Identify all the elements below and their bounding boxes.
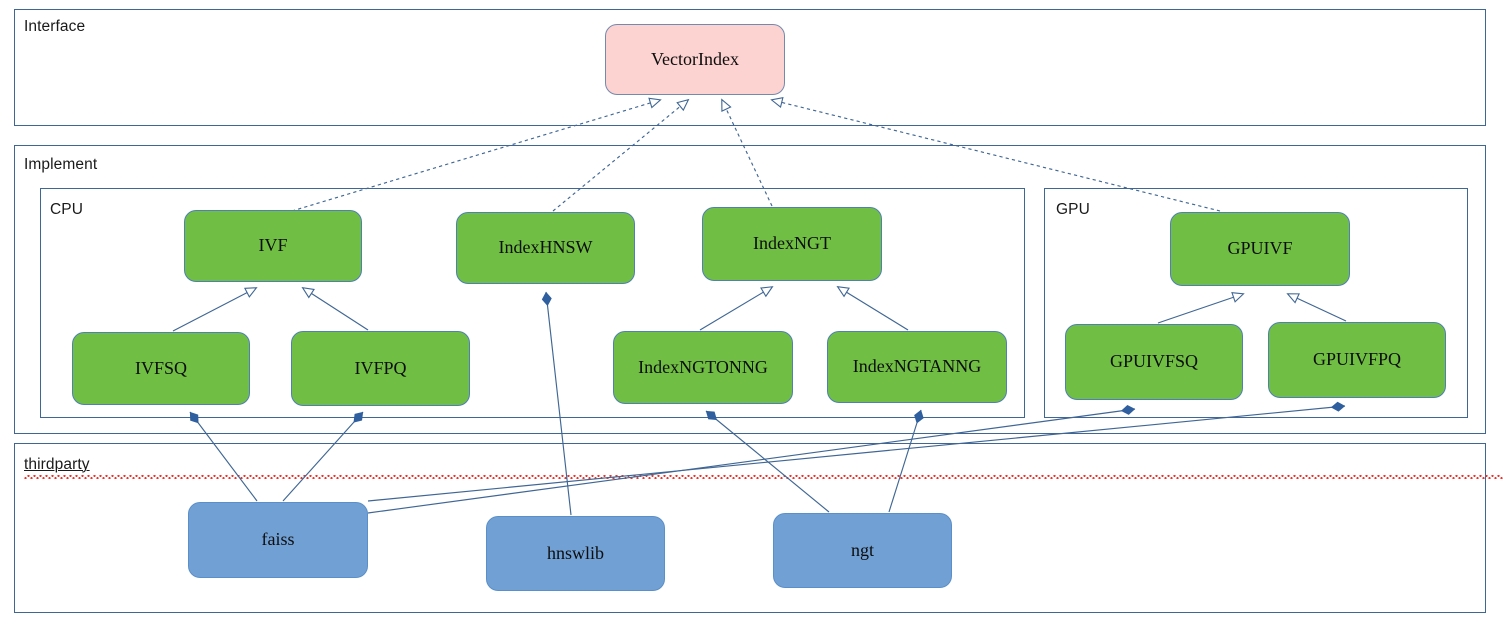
node-label-gpuivf: GPUIVF <box>1227 238 1293 259</box>
node-ivfpq[interactable]: IVFPQ <box>291 331 470 406</box>
container-label-thirdparty: thirdparty <box>24 456 1503 479</box>
container-label-cpu: CPU <box>50 201 84 218</box>
node-indexngtanng[interactable]: IndexNGTANNG <box>827 331 1007 403</box>
node-indexngtonng[interactable]: IndexNGTONNG <box>613 331 793 404</box>
container-label-gpu: GPU <box>1056 201 1090 218</box>
node-label-indexngtanng: IndexNGTANNG <box>852 356 982 377</box>
node-label-gpuivfpq: GPUIVFPQ <box>1312 349 1402 370</box>
node-ivfsq[interactable]: IVFSQ <box>72 332 250 405</box>
node-ngt[interactable]: ngt <box>773 513 952 588</box>
container-label-implement: Implement <box>24 156 98 173</box>
node-label-ivfsq: IVFSQ <box>134 357 187 378</box>
node-gpuivfpq[interactable]: GPUIVFPQ <box>1268 322 1446 398</box>
node-label-indexngt: IndexNGT <box>753 233 831 254</box>
node-gpuivfsq[interactable]: GPUIVFSQ <box>1065 324 1243 400</box>
node-faiss[interactable]: faiss <box>188 502 368 578</box>
container-label-interface: Interface <box>24 18 86 35</box>
node-label-faiss: faiss <box>261 529 295 550</box>
node-label-ivf: IVF <box>258 235 288 256</box>
node-ivf[interactable]: IVF <box>184 210 362 282</box>
node-label-indexngtonng: IndexNGTONNG <box>638 356 768 377</box>
node-label-ivfpq: IVFPQ <box>354 357 407 378</box>
node-label-indexhnsw: IndexHNSW <box>498 237 593 258</box>
node-hnswlib[interactable]: hnswlib <box>486 516 665 591</box>
node-label-gpuivfsq: GPUIVFSQ <box>1109 351 1199 372</box>
node-gpuivf[interactable]: GPUIVF <box>1170 212 1350 286</box>
node-label-vectorindex: VectorIndex <box>651 48 739 69</box>
node-vectorindex[interactable]: VectorIndex <box>605 24 785 95</box>
node-indexngt[interactable]: IndexNGT <box>702 207 882 281</box>
node-label-ngt: ngt <box>850 539 874 560</box>
node-indexhnsw[interactable]: IndexHNSW <box>456 212 635 284</box>
node-label-hnswlib: hnswlib <box>546 542 604 563</box>
